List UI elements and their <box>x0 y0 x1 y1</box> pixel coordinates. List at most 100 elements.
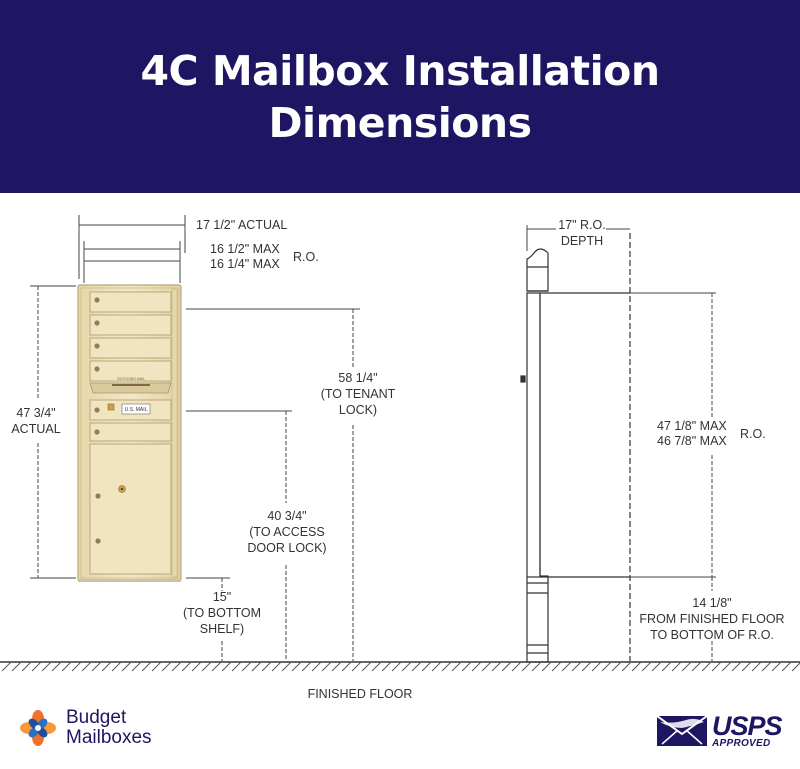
floor-hatch-mark <box>691 661 702 672</box>
floor-hatch-mark <box>231 661 242 672</box>
floor-hatch-mark <box>181 661 192 672</box>
floor-hatch-mark <box>551 661 562 672</box>
floor-hatch-mark <box>471 661 482 672</box>
floor-hatch-mark <box>641 661 652 672</box>
installation-diagram: OUTGOING MAIL U.S. MAIL 17 <box>0 193 800 693</box>
floor-hatch-mark <box>521 661 532 672</box>
floor-line <box>0 661 800 672</box>
floor-hatch-mark <box>81 661 92 672</box>
ro-label-side: R.O. <box>740 427 766 441</box>
floor-hatch-mark <box>251 661 262 672</box>
floor-hatch-mark <box>491 661 502 672</box>
floor-to-ro-line-2: FROM FINISHED FLOOR <box>639 612 784 626</box>
ro-height-line-2: 46 7/8" MAX <box>657 434 727 448</box>
budget-mailboxes-flower-icon <box>20 710 56 746</box>
page-title-line-2: Dimensions <box>268 98 532 147</box>
brand-line-2: Mailboxes <box>66 727 152 748</box>
access-lock-line-3: DOOR LOCK) <box>247 541 326 555</box>
floor-hatch-mark <box>71 661 82 672</box>
floor-hatch-mark <box>411 661 422 672</box>
floor-hatch-mark <box>21 661 32 672</box>
floor-hatch-mark <box>631 661 642 672</box>
floor-hatch-mark <box>331 661 342 672</box>
usps-eagle-envelope-icon <box>656 715 708 746</box>
floor-hatch-mark <box>601 661 612 672</box>
floor-hatch-mark <box>51 661 62 672</box>
floor-hatch-mark <box>171 661 182 672</box>
floor-hatch-mark <box>341 661 352 672</box>
floor-hatch-mark <box>541 661 552 672</box>
floor-hatch-mark <box>141 661 152 672</box>
floor-hatch-mark <box>731 661 742 672</box>
floor-hatch-mark <box>501 661 512 672</box>
ro-max-line-1: 16 1/2" MAX <box>210 242 280 256</box>
usps-approved-badge: USPS APPROVED <box>656 710 783 750</box>
usps-approved-text: APPROVED <box>712 737 771 749</box>
floor-hatch-mark <box>711 661 722 672</box>
floor-hatch-mark <box>31 661 42 672</box>
front-view: OUTGOING MAIL U.S. MAIL 17 <box>11 215 396 661</box>
floor-hatch-mark <box>301 661 312 672</box>
width-actual-label: 17 1/2" ACTUAL <box>196 218 287 232</box>
floor-to-ro-line-3: TO BOTTOM OF R.O. <box>650 628 774 642</box>
tenant-lock-line-2: (TO TENANT <box>321 387 396 401</box>
floor-hatch-mark <box>241 661 252 672</box>
floor-hatch-mark <box>351 661 362 672</box>
floor-hatch-mark <box>291 661 302 672</box>
bottom-shelf-line-3: SHELF) <box>200 622 244 636</box>
floor-hatch-mark <box>41 661 52 672</box>
floor-hatch-mark <box>11 661 22 672</box>
height-actual-line-1: 47 3/4" <box>16 406 55 420</box>
tenant-lock-line-3: LOCK) <box>339 403 377 417</box>
side-view: 17" R.O. DEPTH 47 1/8" MAX 46 7/8" MAX R… <box>520 218 785 663</box>
usps-wordmark: USPS <box>712 710 783 741</box>
floor-hatch-mark <box>791 662 800 672</box>
floor-hatch-mark <box>101 661 112 672</box>
ro-max-line-2: 16 1/4" MAX <box>210 257 280 271</box>
floor-hatch-mark <box>1 661 12 672</box>
floor-hatch-mark <box>621 661 632 672</box>
floor-hatch-mark <box>381 661 392 672</box>
floor-hatch-mark <box>421 661 432 672</box>
ro-label-front: R.O. <box>293 250 319 264</box>
budget-mailboxes-logo: Budget Mailboxes <box>20 706 152 750</box>
floor-hatch-mark <box>651 661 662 672</box>
floor-hatch-mark <box>531 661 542 672</box>
mailbox-unit: OUTGOING MAIL U.S. MAIL <box>77 284 182 582</box>
floor-hatch-mark <box>721 661 732 672</box>
finished-floor-caption: FINISHED FLOOR <box>307 687 413 701</box>
floor-hatch-mark <box>161 661 172 672</box>
bottom-shelf-line-2: (TO BOTTOM <box>183 606 261 620</box>
floor-hatch-mark <box>741 661 752 672</box>
floor-hatch-mark <box>211 661 222 672</box>
floor-hatch-mark <box>401 661 412 672</box>
floor-hatch-mark <box>391 661 402 672</box>
floor-hatch-mark <box>371 661 382 672</box>
depth-line-2: DEPTH <box>561 234 603 248</box>
page-header: 4C Mailbox Installation Dimensions <box>0 0 800 193</box>
brand-line-1: Budget <box>66 707 127 728</box>
floor-hatch-mark <box>431 661 442 672</box>
floor-hatch-mark <box>221 661 232 672</box>
access-lock-line-1: 40 3/4" <box>267 509 306 523</box>
floor-hatch-mark <box>361 661 372 672</box>
usps-plate-label: U.S. MAIL <box>125 407 148 413</box>
floor-hatch-mark <box>481 661 492 672</box>
floor-hatch-mark <box>91 661 102 672</box>
floor-hatch-mark <box>511 661 522 672</box>
floor-hatch-mark <box>561 661 572 672</box>
floor-hatch-mark <box>121 661 132 672</box>
floor-hatch-mark <box>131 661 142 672</box>
floor-to-ro-line-1: 14 1/8" <box>692 596 731 610</box>
floor-hatch-mark <box>451 661 462 672</box>
floor-hatch-mark <box>781 661 792 672</box>
floor-hatch-mark <box>61 661 72 672</box>
floor-hatch-mark <box>581 661 592 672</box>
floor-hatch-mark <box>681 661 692 672</box>
height-actual-line-2: ACTUAL <box>11 422 60 436</box>
floor-hatch-mark <box>441 661 452 672</box>
depth-line-1: 17" R.O. <box>558 218 606 232</box>
outgoing-slot-label: OUTGOING MAIL <box>117 377 145 381</box>
floor-hatch-mark <box>191 661 202 672</box>
floor-hatch-mark <box>201 661 212 672</box>
